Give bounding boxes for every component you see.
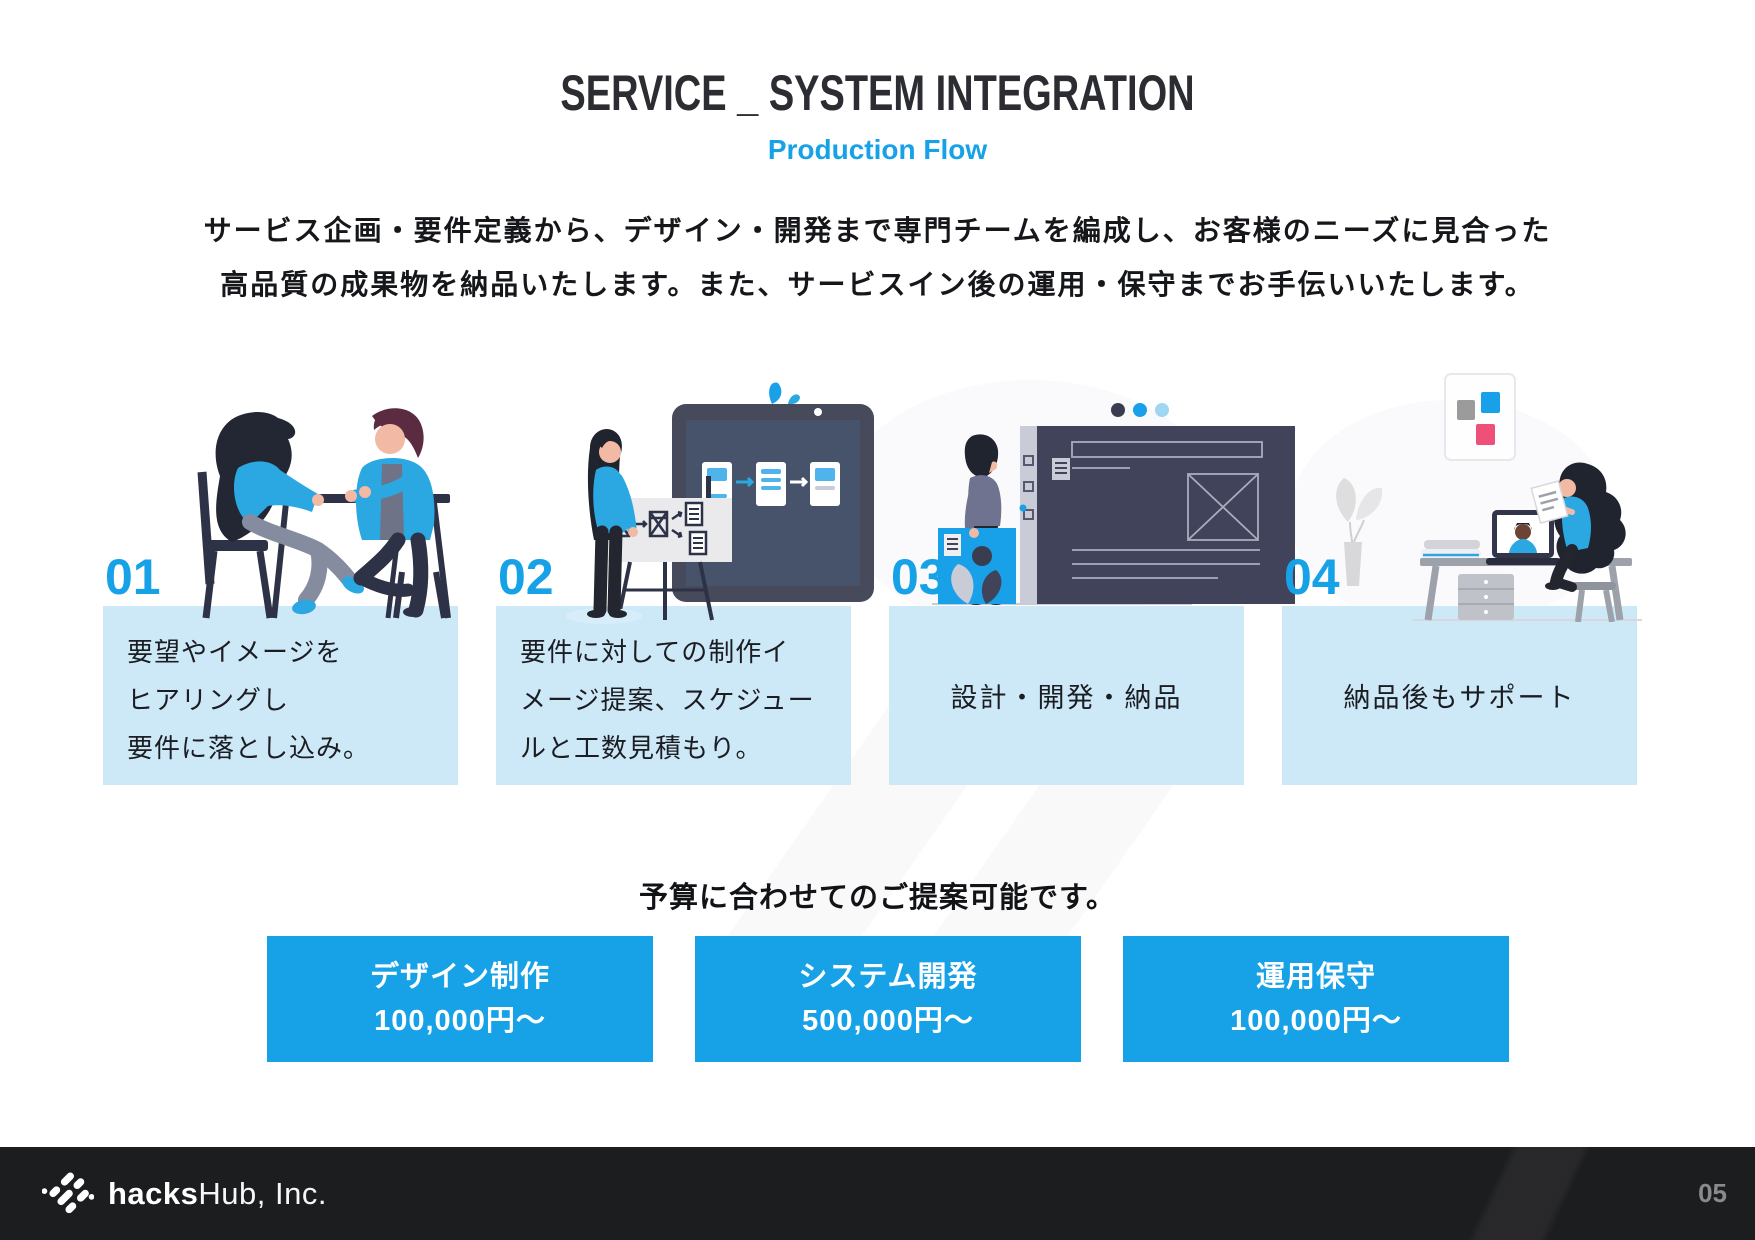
price-plan-design: デザイン制作 100,000円〜 — [267, 936, 653, 1062]
whiteboard-presentation-illustration — [566, 382, 874, 624]
step-card-3: 設計・開発・納品 — [889, 606, 1244, 785]
interview-illustration — [197, 408, 451, 619]
step-card-1: 要望やイメージを ヒアリングし 要件に落とし込み。 — [103, 606, 458, 785]
remote-support-illustration — [1336, 373, 1642, 622]
step-2-line-3: ルと工数見積もり。 — [520, 733, 763, 763]
step-2-line-2: メージ提案、スケジュー — [520, 685, 815, 715]
design-development-illustration — [932, 403, 1295, 605]
step-1-line-2: ヒアリングし — [127, 685, 290, 715]
step-number-1: 01 — [105, 549, 161, 605]
company-name-bold: hacks — [108, 1175, 199, 1211]
plan-name: デザイン制作 — [369, 961, 550, 993]
step-3-line-1: 設計・開発・納品 — [950, 683, 1183, 713]
step-1-line-1: 要望やイメージを — [127, 637, 343, 667]
page-title: SERVICE _ SYSTEM INTEGRATION — [560, 65, 1195, 121]
step-card-4: 納品後もサポート — [1282, 606, 1637, 785]
plan-price: 100,000円〜 — [374, 1005, 546, 1037]
plan-name: 運用保守 — [1255, 961, 1376, 993]
plan-name: システム開発 — [798, 961, 978, 993]
step-number-4: 04 — [1284, 549, 1340, 605]
company-name: hacksHub, Inc. — [108, 1176, 327, 1212]
plan-price: 100,000円〜 — [1230, 1005, 1402, 1037]
step-2-line-1: 要件に対しての制作イ — [520, 637, 790, 667]
step-number-3: 03 — [891, 549, 947, 605]
price-plan-maintenance: 運用保守 100,000円〜 — [1123, 936, 1509, 1062]
hackshub-hash-icon — [42, 1172, 94, 1213]
step-number-2: 02 — [498, 549, 554, 605]
intro-line-1: サービス企画・要件定義から、デザイン・開発まで専門チームを編成し、お客様のニーズ… — [203, 215, 1552, 246]
pricing-heading: 予算に合わせてのご提案可能です。 — [638, 882, 1117, 914]
plan-price: 500,000円〜 — [802, 1005, 974, 1037]
page-number: 05 — [1698, 1178, 1727, 1208]
company-name-light: Hub, Inc. — [198, 1175, 327, 1211]
footer-bar: hacksHub, Inc. 05 — [0, 1147, 1755, 1240]
step-4-line-1: 納品後もサポート — [1343, 683, 1576, 713]
intro-paragraph: サービス企画・要件定義から、デザイン・開発まで専門チームを編成し、お客様のニーズ… — [0, 204, 1755, 312]
intro-line-2: 高品質の成果物を納品いたします。また、サービスイン後の運用・保守までお手伝いいた… — [220, 269, 1535, 300]
price-plan-system: システム開発 500,000円〜 — [695, 936, 1081, 1062]
step-1-line-3: 要件に落とし込み。 — [127, 733, 371, 763]
brand: hacksHub, Inc. — [42, 1168, 327, 1220]
step-card-2: 要件に対しての制作イ メージ提案、スケジュー ルと工数見積もり。 — [496, 606, 851, 785]
page-subtitle: Production Flow — [767, 134, 988, 165]
